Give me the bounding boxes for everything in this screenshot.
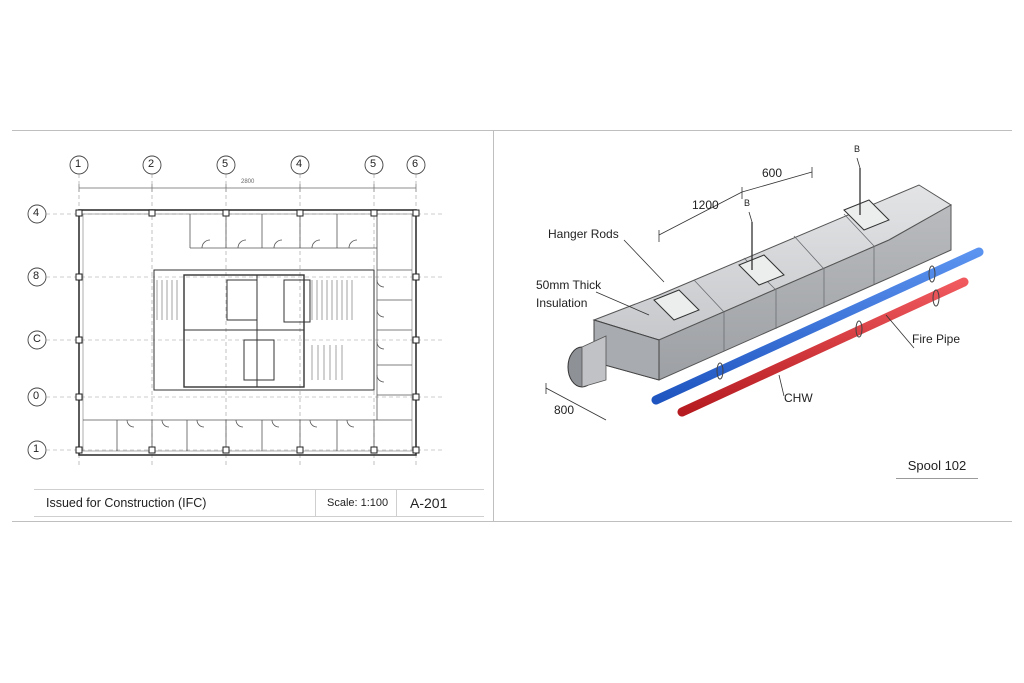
duct-detail-panel: Hanger Rods 50mm Thick Insulation Fire P… <box>493 130 1013 521</box>
insulation-label-line1: 50mm Thick <box>536 278 602 292</box>
title-block-divider <box>396 490 397 516</box>
drawing-scale: Scale: 1:100 <box>327 497 389 509</box>
chw-label: CHW <box>784 391 813 405</box>
top-offices <box>189 214 378 249</box>
spool-tag: Spool 102 <box>896 454 978 479</box>
duct-width-dimension: 600 <box>762 166 783 180</box>
floor-plan-panel: 1 2 5 4 5 6 4 8 C 0 1 2800 Issued for Co… <box>12 130 493 521</box>
structural-columns <box>75 209 420 454</box>
sheet-top-rule <box>12 130 1012 131</box>
grid-label-left-2: 8 <box>33 270 40 282</box>
top-grid-bubbles <box>69 155 426 175</box>
duct-height-dimension: 800 <box>554 403 575 417</box>
fire-pipe-label: Fire Pipe <box>912 332 961 346</box>
overall-dimension-text: 2800 <box>241 179 255 185</box>
sheet-number: A-201 <box>410 495 448 511</box>
grid-label-top-4: 4 <box>296 158 303 170</box>
title-block-divider <box>315 490 316 516</box>
hanger-brackets <box>653 199 890 321</box>
grid-label-top-2: 2 <box>148 158 155 170</box>
bottom-offices <box>83 419 412 451</box>
grid-label-left-4: 0 <box>33 390 40 402</box>
grid-label-top-6: 6 <box>412 158 419 170</box>
hanger-spacing-dimension: 1200 <box>692 198 719 212</box>
building-core <box>153 269 375 391</box>
pipe-clamps <box>716 265 940 380</box>
building-outline <box>78 209 417 456</box>
stairs <box>156 280 353 380</box>
grid-label-top-1: 1 <box>75 158 82 170</box>
duct-isometric-drawing <box>545 157 984 421</box>
grid-label-top-5: 5 <box>370 158 377 170</box>
grid-label-top-3: 5 <box>222 158 229 170</box>
insulation-label-line2: Insulation <box>536 296 588 310</box>
title-block: Issued for Construction (IFC) Scale: 1:1… <box>34 489 484 517</box>
hanger-rods <box>751 168 861 270</box>
right-offices <box>376 248 412 420</box>
hanger-tag-2: B <box>854 144 861 154</box>
left-grid-bubbles <box>27 204 47 460</box>
fire-pipe <box>677 277 969 417</box>
grid-label-left-5: 1 <box>33 443 40 455</box>
sheet-bottom-rule <box>12 521 1012 522</box>
grid-label-left-1: 4 <box>33 207 40 219</box>
dimension-lines <box>545 167 813 421</box>
floor-plan-drawing <box>27 155 442 465</box>
grid-label-left-3: C <box>33 333 41 345</box>
issue-status: Issued for Construction (IFC) <box>46 496 207 510</box>
hanger-rods-label: Hanger Rods <box>548 227 619 241</box>
leader-lines <box>595 239 915 397</box>
hanger-tag-1: B <box>744 198 751 208</box>
chw-pipe <box>651 247 984 405</box>
